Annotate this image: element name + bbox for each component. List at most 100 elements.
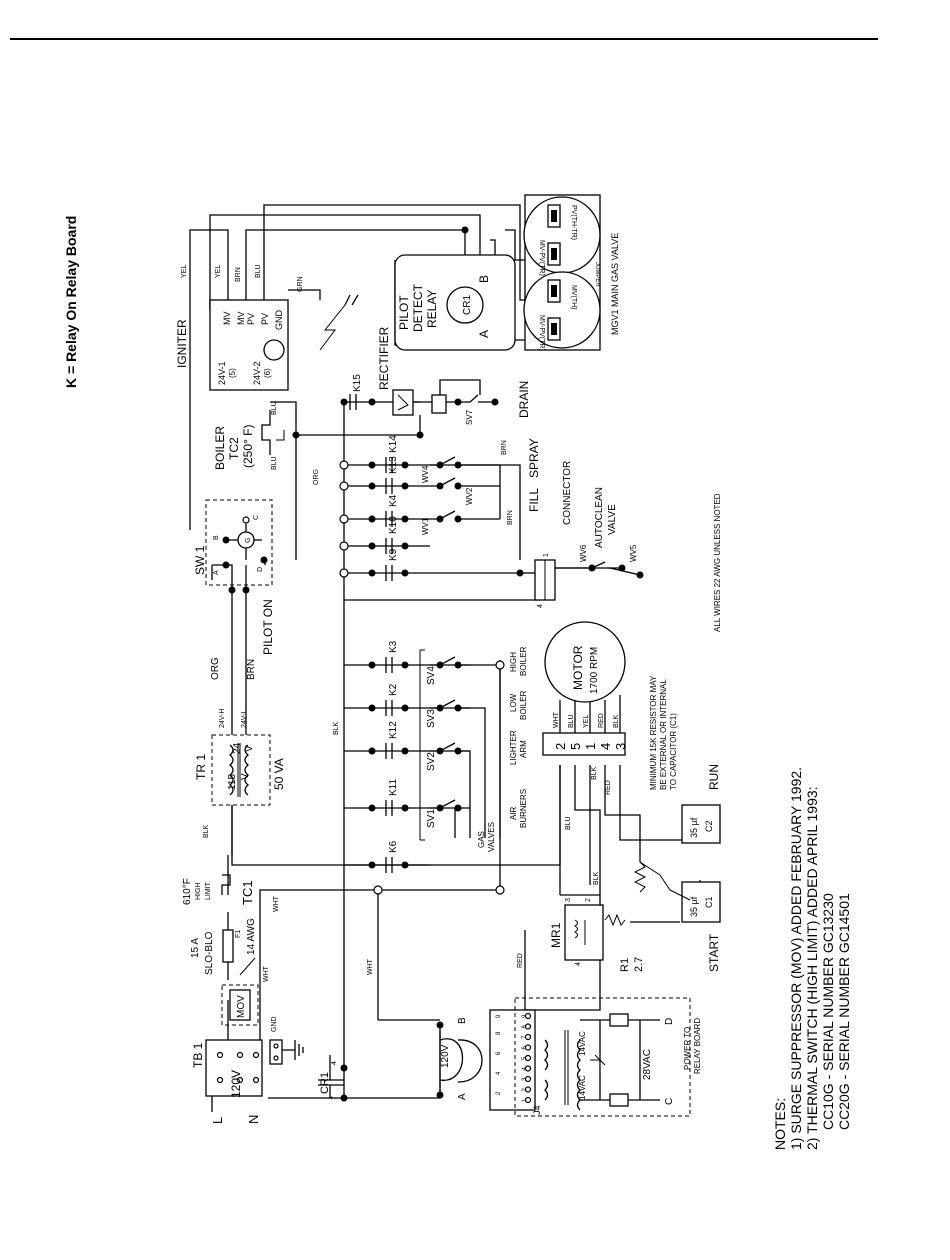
autoclean-wv6: WV6 (579, 544, 588, 562)
tc2-line3: (250° F) (241, 425, 255, 468)
j4-pin-top-6: 6 (496, 1051, 502, 1055)
relay-contact-k4: K4 (368, 494, 409, 527)
tr1-transformer (211, 734, 271, 806)
j4-connector (439, 997, 691, 1117)
relay-board-c: C (664, 1098, 675, 1105)
relay-label-k14: K14 (388, 435, 399, 453)
fuse-rating: 15 A (190, 938, 201, 958)
sv-node-2 (454, 661, 462, 669)
sw1-b: B (213, 535, 220, 540)
motor (542, 621, 626, 756)
mr1-label: MR1 (549, 922, 563, 948)
tr1-primary: 115 (227, 774, 238, 790)
sw1-node-a (222, 561, 230, 569)
motor-rpm: 1700 RPM (589, 647, 600, 694)
wire-blu-1: BLU (255, 264, 262, 278)
relay-board-line1: POWER TO (683, 1027, 692, 1070)
motor-pin-3: 3 (613, 743, 628, 750)
tc1-label: TC1 (240, 880, 255, 905)
wire-red-2: RED (517, 953, 524, 968)
relay-board-v3: 28VAC (642, 1049, 653, 1080)
cr1-contact (318, 1055, 344, 1098)
wire-grn: GRN (297, 276, 304, 292)
legend-text: K = Relay On Relay Board (63, 216, 79, 388)
relay-label-k11: K11 (388, 779, 399, 796)
relay-label-k10: K10 (388, 516, 399, 534)
sw1-label: SW 1 (193, 545, 207, 575)
gas-valve-t3: MV-PV(TR) (538, 240, 545, 276)
mov-label: MOV (236, 995, 247, 1018)
connector-block (534, 559, 622, 601)
wire-wht-1: WHT (273, 895, 280, 912)
gas-valve-t2: MV(TH) (570, 285, 577, 310)
drain-sv: SV7 (465, 409, 474, 425)
connector-pin1: 1 (543, 553, 550, 557)
fill-label: FILL (527, 488, 541, 512)
high-boiler-1: HIGH (509, 652, 518, 672)
cr1-node-1 (340, 1094, 348, 1102)
igniter-pv: PV (260, 313, 270, 325)
autoclean-line1: AUTOCLEAN (594, 487, 605, 548)
tb1-label: TB 1 (191, 1042, 205, 1068)
relay-label-k15: K15 (352, 374, 363, 392)
motor-wire-blu: BLU (568, 714, 575, 728)
wire-brn-4: BRN (507, 510, 514, 525)
autoclean-wv5: WV5 (629, 544, 638, 562)
fuse-f1 (222, 929, 256, 976)
lighter-1: LIGHTER (509, 730, 518, 765)
gas-valves-1: GAS (477, 831, 486, 848)
j4-pin-circle-4 (524, 1065, 532, 1072)
low-boiler-1: LOW (509, 693, 518, 712)
fuse-id: F1 (235, 930, 242, 938)
mr1-p2: 2 (585, 898, 592, 902)
tc1-line1: HIGH (195, 883, 202, 901)
wv-node-3 (436, 482, 444, 490)
tc2-line1: BOILER (213, 426, 227, 470)
j4-label: J4 (532, 1105, 542, 1115)
relay-label-k9: K9 (388, 548, 399, 561)
j4-node-a (436, 1091, 444, 1099)
resistor-note-3: TO CAPACITOR (C1) (669, 713, 678, 790)
wire-blu-3: BLU (271, 456, 278, 470)
cr1-p4: 4 (331, 1061, 338, 1065)
wire-org-1: ORG (210, 657, 221, 680)
low-boiler-2: BOILER (519, 690, 528, 720)
sv-node-3 (436, 704, 444, 712)
relay-contact-k12: K12 (368, 721, 409, 759)
wire-blk-1: BLK (203, 824, 210, 838)
tr1-secondary: 24 (232, 742, 243, 754)
tb1-gnd: GND (271, 1016, 278, 1032)
tc2-boiler-switch (261, 410, 285, 455)
tr1-primary-unit: V (240, 773, 251, 780)
relay-contact-k3: K3 (368, 640, 409, 673)
air-1: AIR (509, 806, 518, 820)
relay-contact-k15: K15 (349, 374, 363, 410)
tc1-high-limit (221, 874, 231, 895)
wire-blk-4: BLK (593, 871, 600, 885)
capacitor-c1 (633, 861, 721, 923)
sv-node-6 (454, 747, 462, 755)
wv4-label: WV4 (421, 465, 430, 483)
relay-board-d: D (664, 1018, 675, 1025)
sv-node-5 (436, 747, 444, 755)
j4-pin-circle-5 (524, 1054, 532, 1062)
relay-board-v2: 14VAC (578, 1031, 587, 1056)
c2-label: C2 (704, 820, 714, 832)
pilot-relay-a: A (477, 330, 491, 338)
mr1-relay (564, 904, 604, 961)
tc2-line2: TC2 (227, 437, 241, 460)
bus-junctions (228, 398, 524, 895)
connector-label: CONNECTOR (562, 461, 573, 525)
igniter-t2n: (6) (263, 368, 272, 378)
sw1-c: C (253, 515, 260, 520)
wv1-label: WV1 (421, 517, 430, 535)
j4-pin-top-4: 4 (496, 1071, 502, 1075)
j4-pin-top-9: 9 (496, 1014, 502, 1018)
gas-valve-jumper: JUMPER (594, 262, 600, 287)
j4-pin-circle-8 (524, 1023, 532, 1030)
igniter-mv: MV (222, 312, 232, 326)
gas-valve-label: MGV1 MAIN GAS VALVE (610, 233, 620, 335)
spray-label: SPRAY (527, 438, 541, 478)
